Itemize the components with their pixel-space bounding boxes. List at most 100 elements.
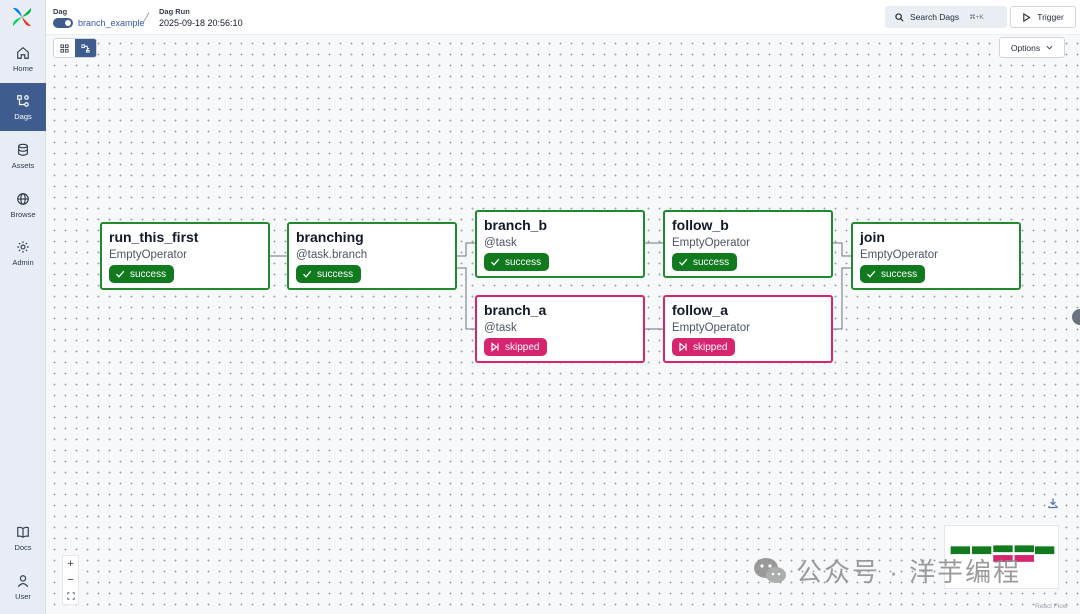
task-operator: EmptyOperator	[109, 249, 187, 261]
status-badge: success	[484, 253, 550, 271]
task-operator: EmptyOperator	[672, 322, 750, 334]
sidebar-item-label: Dags	[14, 111, 32, 121]
task-operator: @task	[484, 237, 517, 249]
sidebar-item-assets[interactable]: Assets	[0, 132, 46, 180]
task-name: join	[860, 229, 885, 245]
task-name: branch_a	[484, 302, 547, 318]
task-node-follow_a[interactable]: follow_a EmptyOperator skipped	[663, 295, 833, 363]
task-node-branching[interactable]: branching @task.branch success	[287, 222, 457, 290]
grid-view-button[interactable]	[54, 39, 75, 57]
trigger-label: Trigger	[1037, 12, 1064, 22]
status-text: skipped	[505, 341, 540, 353]
trigger-button[interactable]: Trigger	[1010, 6, 1076, 28]
sidebar-item-label: Admin	[12, 257, 34, 267]
check-icon	[679, 258, 688, 266]
graph-icon	[81, 43, 90, 53]
play-icon	[1023, 12, 1031, 22]
sidebar-item-browse[interactable]: Browse	[0, 181, 46, 229]
download-icon[interactable]	[1047, 497, 1059, 509]
sidebar-item-label: Home	[12, 63, 33, 73]
watermark: 公众号 · 洋芋编程	[752, 552, 1021, 589]
sidebar-item-label: Docs	[14, 542, 32, 552]
search-icon	[895, 12, 904, 22]
task-operator: @task.branch	[296, 249, 368, 261]
zoom-controls: + −	[62, 555, 79, 605]
minimap-node-follow_a	[1014, 555, 1034, 562]
sidebar-item-label: Assets	[11, 160, 35, 170]
view-toggle	[53, 38, 97, 58]
minimap-node-join	[1034, 546, 1055, 555]
check-icon	[116, 270, 125, 278]
zoom-in-button[interactable]: +	[67, 558, 74, 570]
breadcrumb-separator	[143, 12, 150, 22]
status-text: success	[317, 268, 354, 280]
sidebar-item-admin[interactable]: Admin	[0, 229, 46, 277]
task-name: run_this_first	[109, 229, 199, 245]
sidebar-item-label: User	[15, 591, 31, 601]
check-icon	[867, 270, 876, 278]
grid-icon	[60, 43, 69, 53]
task-name: follow_b	[672, 217, 729, 233]
user-icon	[17, 574, 29, 587]
task-node-follow_b[interactable]: follow_b EmptyOperator success	[663, 210, 833, 278]
skip-icon	[491, 342, 499, 352]
react-flow-attribution[interactable]: React Flow	[1035, 603, 1068, 610]
fit-view-button[interactable]	[63, 588, 78, 604]
sidebar-item-home[interactable]: Home	[0, 35, 46, 83]
search-dags-button[interactable]: Search Dags ⌘+K	[885, 6, 1007, 28]
minimap-node-follow_b	[1014, 545, 1034, 553]
dag-pause-toggle[interactable]	[53, 18, 73, 28]
home-icon	[17, 46, 29, 59]
zoom-out-button[interactable]: −	[67, 574, 74, 586]
task-node-branch_b[interactable]: branch_b @task success	[475, 210, 645, 278]
chevron-down-icon	[1046, 45, 1053, 50]
status-badge: success	[672, 253, 738, 271]
skip-icon	[679, 342, 687, 352]
options-label: Options	[1010, 42, 1041, 53]
dag-run-breadcrumb-label: Dag Run	[159, 7, 190, 16]
sidebar-item-user[interactable]: User	[0, 563, 46, 611]
task-node-join[interactable]: join EmptyOperator success	[851, 222, 1021, 290]
status-badge: success	[109, 265, 175, 283]
sidebar-item-dags[interactable]: Dags	[0, 83, 46, 131]
sidebar: Home Dags Assets Browse Admin Docs User	[0, 0, 46, 614]
task-name: follow_a	[672, 302, 729, 318]
minimap-node-branching	[971, 546, 992, 555]
status-badge: skipped	[672, 338, 736, 356]
minimap-node-branch_a	[993, 555, 1013, 562]
status-text: skipped	[693, 341, 728, 353]
airflow-logo[interactable]	[10, 5, 34, 29]
panel-collapse-handle[interactable]	[1072, 309, 1080, 325]
book-icon	[17, 526, 29, 538]
task-name: branching	[296, 229, 364, 245]
status-badge: success	[860, 265, 926, 283]
task-operator: EmptyOperator	[860, 249, 938, 261]
status-text: success	[693, 256, 730, 268]
task-name: branch_b	[484, 217, 548, 233]
search-dags-label: Search Dags	[910, 12, 960, 22]
task-node-run_this_first[interactable]: run_this_first EmptyOperator success	[100, 222, 270, 290]
minimap-node-run_this_first	[950, 546, 971, 555]
sidebar-item-docs[interactable]: Docs	[0, 514, 46, 562]
globe-icon	[17, 192, 29, 205]
status-text: success	[505, 256, 542, 268]
dag-breadcrumb-label: Dag	[53, 7, 68, 16]
task-operator: EmptyOperator	[672, 237, 750, 249]
sidebar-item-label: Browse	[10, 209, 36, 219]
header: Dag branch_example Dag Run 2025-09-18 20…	[46, 0, 1080, 35]
minimap[interactable]	[944, 525, 1059, 589]
dag-name-link[interactable]: branch_example	[78, 18, 145, 28]
check-icon	[491, 258, 500, 266]
task-node-branch_a[interactable]: branch_a @task skipped	[475, 295, 645, 363]
status-badge: success	[296, 265, 362, 283]
minimap-node-branch_b	[993, 545, 1013, 553]
check-icon	[303, 270, 312, 278]
search-shortcut: ⌘+K	[969, 14, 984, 21]
watermark-text: 公众号 · 洋芋编程	[796, 557, 1022, 587]
options-button[interactable]: Options	[999, 37, 1065, 58]
wechat-icon	[754, 557, 786, 583]
dag-run-value: 2025-09-18 20:56:10	[159, 18, 243, 28]
status-badge: skipped	[484, 338, 548, 356]
graph-view-button[interactable]	[75, 39, 96, 57]
status-text: success	[881, 268, 918, 280]
